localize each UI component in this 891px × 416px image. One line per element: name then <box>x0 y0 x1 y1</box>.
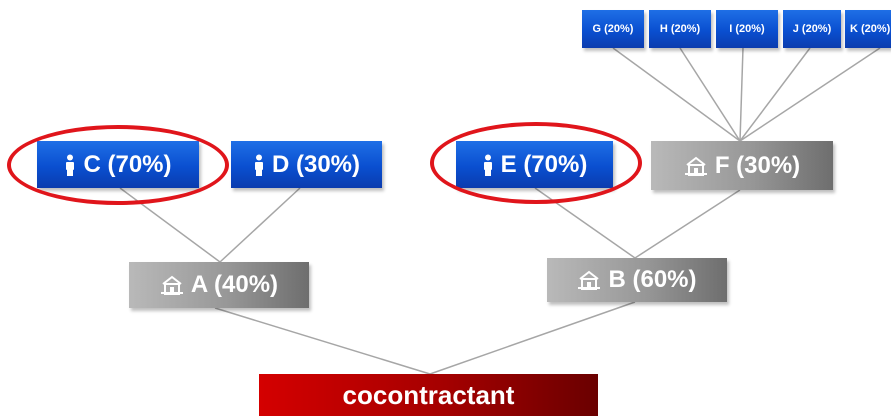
node-root-label: cocontractant <box>342 379 515 410</box>
connector-k-f <box>739 47 881 142</box>
highlight-ring-c <box>7 125 229 205</box>
node-j-label: J (20%) <box>792 23 832 35</box>
node-a: A (40%) <box>129 262 309 308</box>
person-icon <box>253 154 265 176</box>
node-i: I (20%) <box>716 10 778 48</box>
connector-j-f <box>739 47 811 142</box>
node-k: K (20%) <box>845 10 891 48</box>
node-b-label: B (60%) <box>608 266 697 293</box>
node-i-label: I (20%) <box>729 23 765 35</box>
connector-b-root <box>429 301 636 375</box>
node-j: J (20%) <box>783 10 841 48</box>
node-a-label: A (40%) <box>190 271 279 298</box>
node-h-label: H (20%) <box>659 23 701 35</box>
node-f-label: F (30%) <box>714 151 801 179</box>
node-g-label: G (20%) <box>592 23 634 35</box>
building-icon <box>160 274 184 296</box>
node-k-label: K (20%) <box>850 23 891 35</box>
connector-f-b <box>634 189 741 259</box>
connector-a-root <box>214 307 431 375</box>
node-h: H (20%) <box>649 10 711 48</box>
connector-h-f <box>679 47 741 142</box>
connector-d-a <box>219 187 301 263</box>
highlight-ring-e <box>430 122 642 204</box>
building-icon <box>684 155 708 177</box>
node-root: cocontractant <box>259 374 598 416</box>
building-icon <box>577 269 601 291</box>
node-f: F (30%) <box>651 141 833 190</box>
node-d-label: D (30%) <box>271 150 361 178</box>
connector-g-f <box>612 47 741 142</box>
connector-i-f <box>739 47 744 142</box>
node-b: B (60%) <box>547 258 727 302</box>
node-g: G (20%) <box>582 10 644 48</box>
node-d: D (30%) <box>231 141 382 188</box>
